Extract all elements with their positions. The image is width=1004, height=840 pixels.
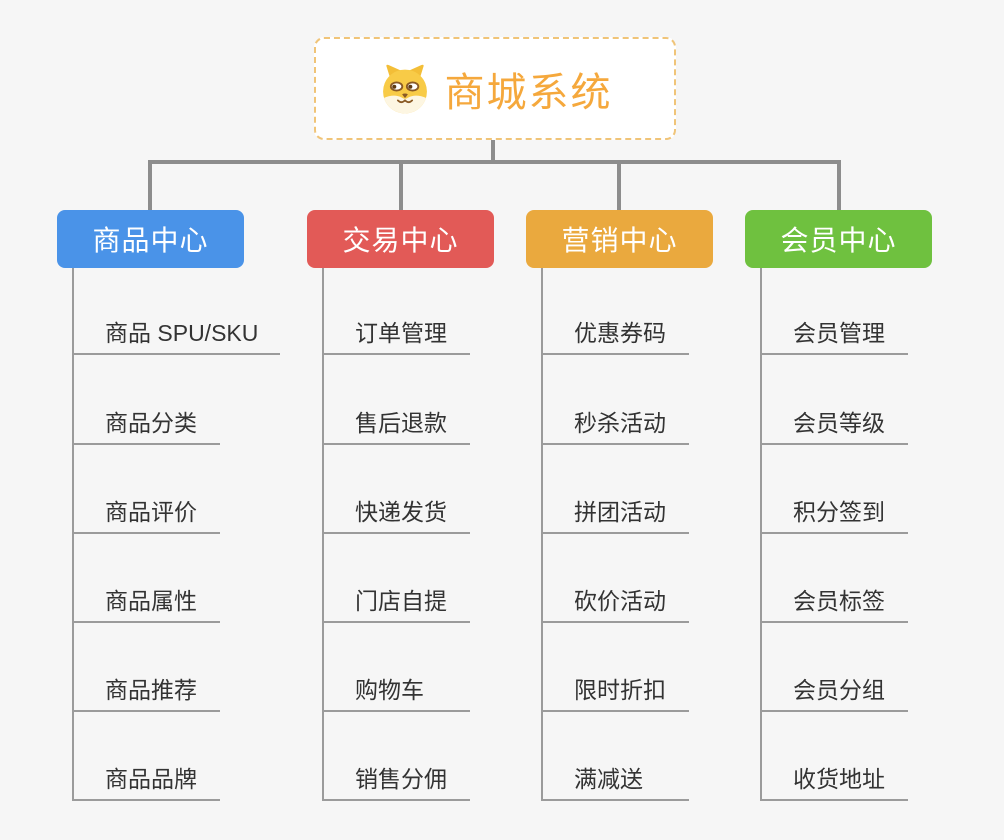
leaf-item[interactable]: 商品评价: [72, 499, 220, 534]
leaf-item[interactable]: 快递发货: [322, 499, 470, 534]
root-title: 商城系统: [444, 70, 613, 115]
leaf-item[interactable]: 积分签到: [760, 499, 908, 534]
dog-icon: [382, 64, 427, 113]
leaf-item[interactable]: 商品分类: [72, 410, 220, 445]
connector-branch-stub: [617, 160, 621, 210]
leaf-item[interactable]: 订单管理: [322, 320, 470, 355]
connector-leaf-rail: [322, 268, 324, 800]
leaf-item[interactable]: 商品品牌: [72, 766, 220, 801]
branch-trade-center[interactable]: 交易中心: [307, 210, 494, 268]
leaf-item[interactable]: 限时折扣: [541, 677, 689, 712]
leaf-item[interactable]: 收货地址: [760, 766, 908, 801]
connector-leaf-rail: [760, 268, 762, 800]
connector-branch-stub: [148, 160, 152, 210]
connector-branch-stub: [837, 160, 841, 210]
leaf-item[interactable]: 会员标签: [760, 588, 908, 623]
connector-root-stub: [491, 140, 495, 162]
leaf-item[interactable]: 拼团活动: [541, 499, 689, 534]
leaf-item[interactable]: 满减送: [541, 766, 689, 801]
leaf-item[interactable]: 商品 SPU/SKU: [72, 320, 281, 355]
branch-product-center[interactable]: 商品中心: [57, 210, 244, 268]
leaf-item[interactable]: 销售分佣: [322, 766, 470, 801]
branch-marketing-center[interactable]: 营销中心: [526, 210, 713, 268]
connector-leaf-rail: [541, 268, 543, 800]
leaf-item[interactable]: 会员管理: [760, 320, 908, 355]
leaf-item[interactable]: 商品属性: [72, 588, 220, 623]
leaf-item[interactable]: 砍价活动: [541, 588, 689, 623]
leaf-item[interactable]: 优惠券码: [541, 320, 689, 355]
leaf-item[interactable]: 会员等级: [760, 410, 908, 445]
connector-leaf-rail: [72, 268, 74, 800]
leaf-item[interactable]: 门店自提: [322, 588, 470, 623]
leaf-item[interactable]: 会员分组: [760, 677, 908, 712]
leaf-item[interactable]: 秒杀活动: [541, 410, 689, 445]
leaf-item[interactable]: 商品推荐: [72, 677, 220, 712]
root-node[interactable]: 商城系统: [314, 37, 676, 140]
leaf-item[interactable]: 购物车: [322, 677, 470, 712]
leaf-item[interactable]: 售后退款: [322, 410, 470, 445]
branch-member-center[interactable]: 会员中心: [745, 210, 932, 268]
connector-branch-stub: [399, 160, 403, 210]
connector-horizontal: [148, 160, 840, 164]
